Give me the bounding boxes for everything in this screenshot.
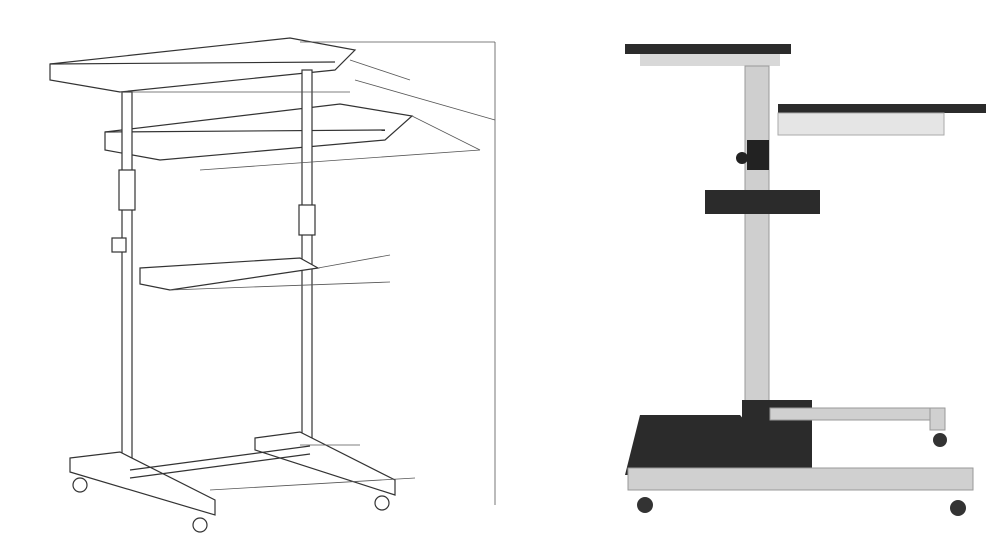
photo-front-leg xyxy=(627,467,974,491)
keyboard-tray xyxy=(104,103,414,161)
caster xyxy=(374,495,390,511)
right-foot xyxy=(254,431,396,496)
small-shelf xyxy=(139,257,320,291)
photo-keyboard-tray xyxy=(778,104,986,113)
dimension-lines xyxy=(120,41,496,505)
photo-knob xyxy=(736,152,748,164)
caster xyxy=(933,433,947,447)
left-column xyxy=(121,91,133,463)
caster xyxy=(637,497,653,513)
caster xyxy=(72,477,88,493)
left-foot xyxy=(69,451,216,516)
caster xyxy=(950,500,966,516)
photo-top-shelf xyxy=(625,44,791,54)
photo-column xyxy=(744,65,770,467)
photo-small-shelf xyxy=(705,190,820,214)
photo-leg xyxy=(769,407,946,421)
desk-outline xyxy=(49,37,414,533)
top-shelf xyxy=(49,37,357,93)
product-photo xyxy=(625,44,986,516)
height-knob xyxy=(111,237,127,253)
caster xyxy=(192,517,208,533)
